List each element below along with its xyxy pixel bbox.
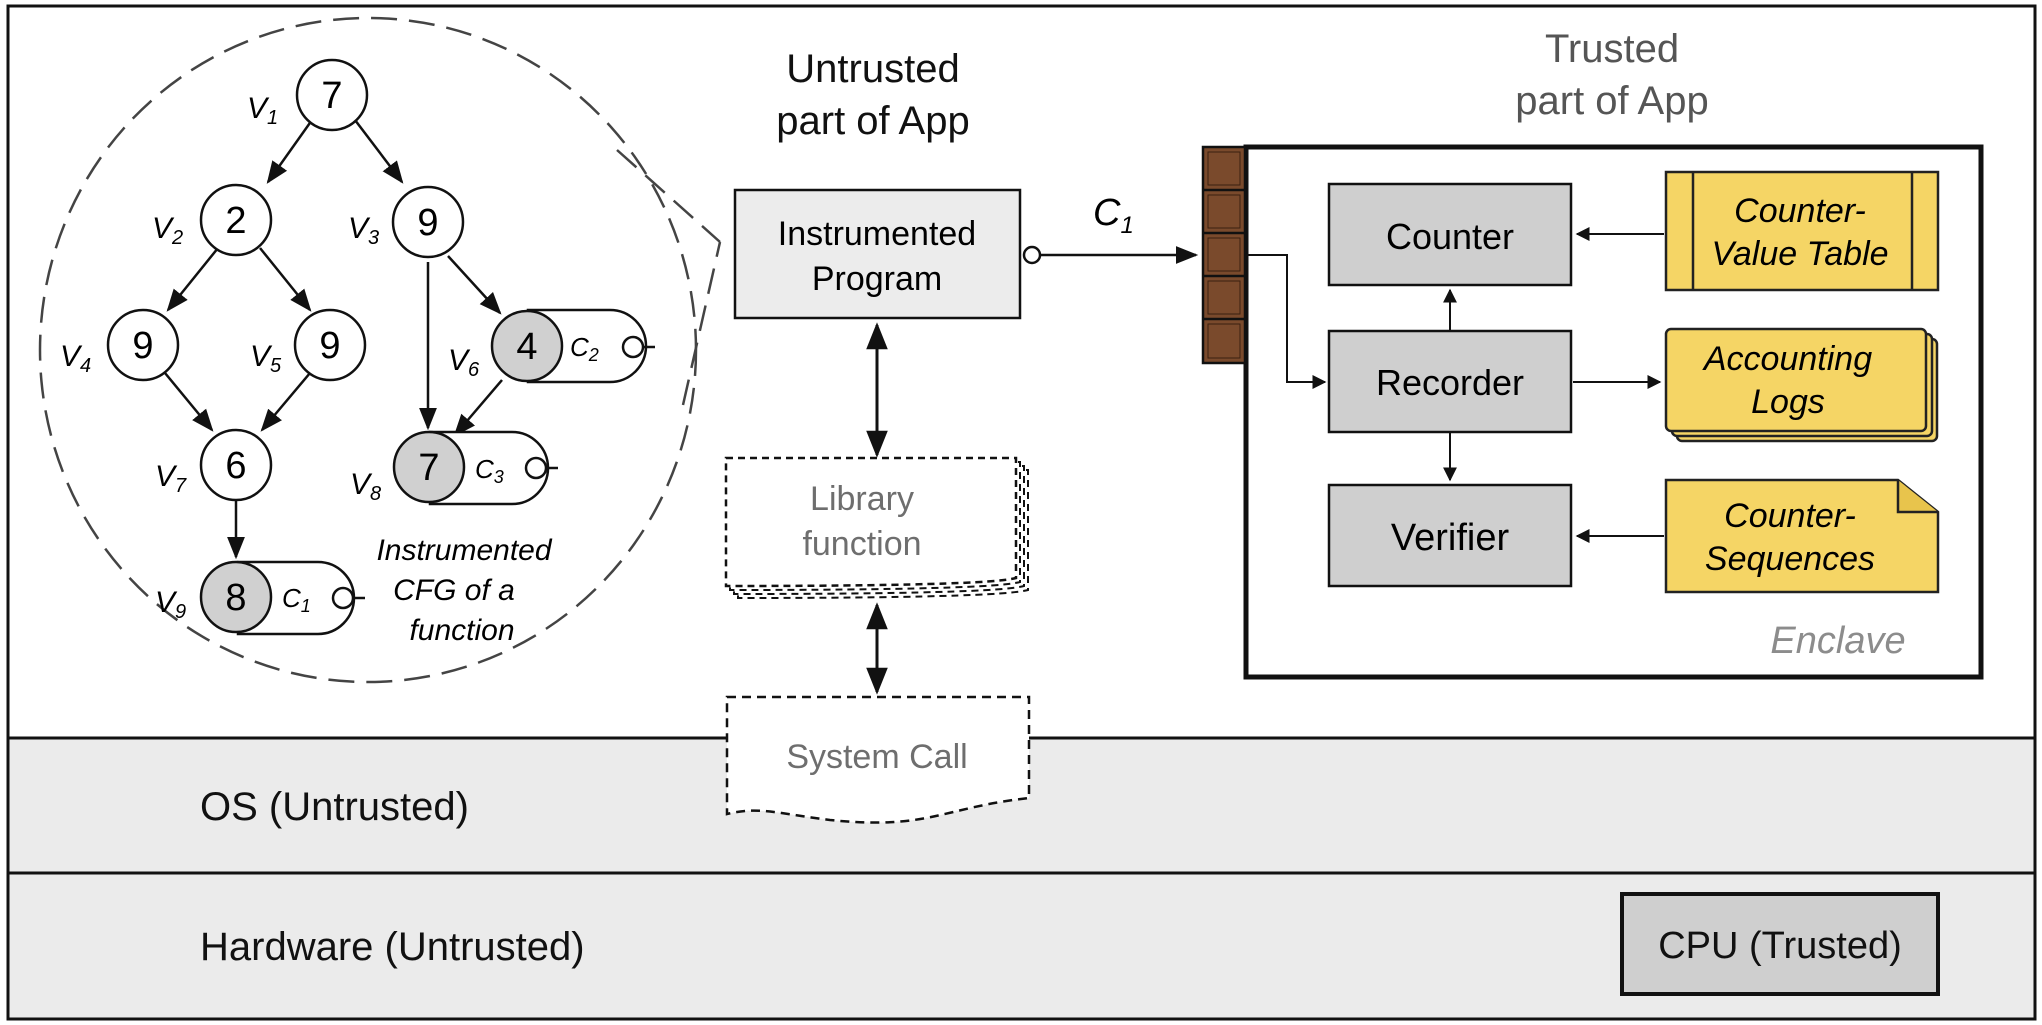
cfg-node-v5: 9 V5 [250,308,367,382]
node-label: V2 [152,212,183,249]
node-value: 9 [319,325,340,367]
cpu-box [1620,892,1940,996]
cfg-node-v8: 7 C3 V8 [350,430,558,506]
edge-v4-v7 [164,372,214,432]
edge-v2-v5 [259,247,312,312]
recorder-label: Recorder [1376,362,1524,403]
node-value: 7 [418,447,439,489]
enclave-label: Enclave [1770,620,1905,662]
counter-value-table-label: Counter- [1734,192,1866,230]
accounting-logs-label: Accounting [1702,340,1872,378]
counter-sequences-label: Sequences [1705,540,1875,578]
trusted-heading: Trusted [1545,27,1679,71]
edge-v2-v4 [166,247,219,312]
node-label: V8 [350,468,381,505]
hardware-layer-label: Hardware (Untrusted) [200,925,585,969]
node-value: 4 [516,326,537,368]
cfg-node-v9: 8 C1 V9 [155,560,365,636]
instrumented-program-label: Program [812,260,942,298]
counter-label: C1 [282,583,311,616]
cfg-node-v4: 9 V4 [60,308,180,382]
edge-v1-v3 [354,119,404,184]
node-label: V5 [250,340,282,377]
cfg-caption-line: CFG of a [393,574,515,607]
system-call-box: System Call [725,695,1031,824]
cfg-zoom [38,16,722,684]
library-function-label: Library [810,480,914,518]
arrow-queue-recorder [1246,254,1327,389]
cfg-edges [164,119,503,560]
os-layer-label: OS (Untrusted) [200,785,469,829]
cfg-node-v2: 2 V2 [152,183,273,257]
node-value: 2 [225,200,246,242]
counter-sequences-label: Counter- [1724,497,1856,535]
node-value: 6 [225,445,246,487]
cfg-node-v7: 6 V7 [155,428,273,502]
node-value: 8 [225,577,246,619]
probe-point [524,456,548,480]
cfg-node-v1: 7 V1 [247,58,369,132]
cfg-node-v3: 9 V3 [348,185,465,259]
accounting-logs: Accounting Logs [1664,327,1939,443]
probe-point [331,586,355,610]
node-value: 7 [321,75,342,117]
instrumented-program-box [733,188,1022,320]
node-label: V1 [247,92,278,129]
zoom-connector-bottom [681,241,722,406]
counter-label: C2 [570,332,599,365]
untrusted-heading: part of App [776,99,969,143]
counter-box [1327,182,1573,287]
node-label: V3 [348,212,379,249]
accounting-logs-label: Logs [1751,383,1825,421]
edge-v3-v6 [447,255,502,315]
cfg-node-v6: 4 C2 V6 [448,308,655,384]
call-probe-point [1022,245,1042,265]
counter-label: Counter [1386,216,1514,257]
node-label: V9 [155,586,186,623]
cfg-caption-line: Instrumented [376,534,552,567]
probe-point [621,335,645,359]
node-label: V7 [155,460,187,497]
verifier-label: Verifier [1391,517,1510,559]
edge-v1-v2 [266,119,314,184]
counter-value-table: Counter- Value Table [1664,170,1940,292]
counter-sequences: Counter- Sequences [1664,478,1940,594]
edge-v6-v8 [453,379,503,437]
library-function-label: function [802,525,921,563]
node-label: V6 [448,344,480,381]
untrusted-heading: Untrusted [786,47,959,91]
counter-label: C3 [475,454,504,487]
recorder-box [1327,329,1573,434]
system-call-label: System Call [786,738,967,776]
node-value: 9 [417,202,438,244]
verifier-box [1327,483,1573,588]
node-value: 9 [132,325,153,367]
library-function-stack: Library function [724,456,1029,600]
instrumented-program-label: Instrumented [778,215,976,253]
counter-value-table-label: Value Table [1711,235,1888,273]
call-queue [1201,145,1247,365]
cfg-caption-line: function [409,614,514,647]
cfg-caption: Instrumented CFG of a function [376,534,552,647]
node-label: V4 [60,340,91,377]
call-label: C1 [1093,192,1134,239]
edge-v5-v7 [260,372,311,432]
trusted-heading: part of App [1515,79,1708,123]
zoom-connector-top [616,149,721,243]
cpu-label: CPU (Trusted) [1658,925,1902,967]
